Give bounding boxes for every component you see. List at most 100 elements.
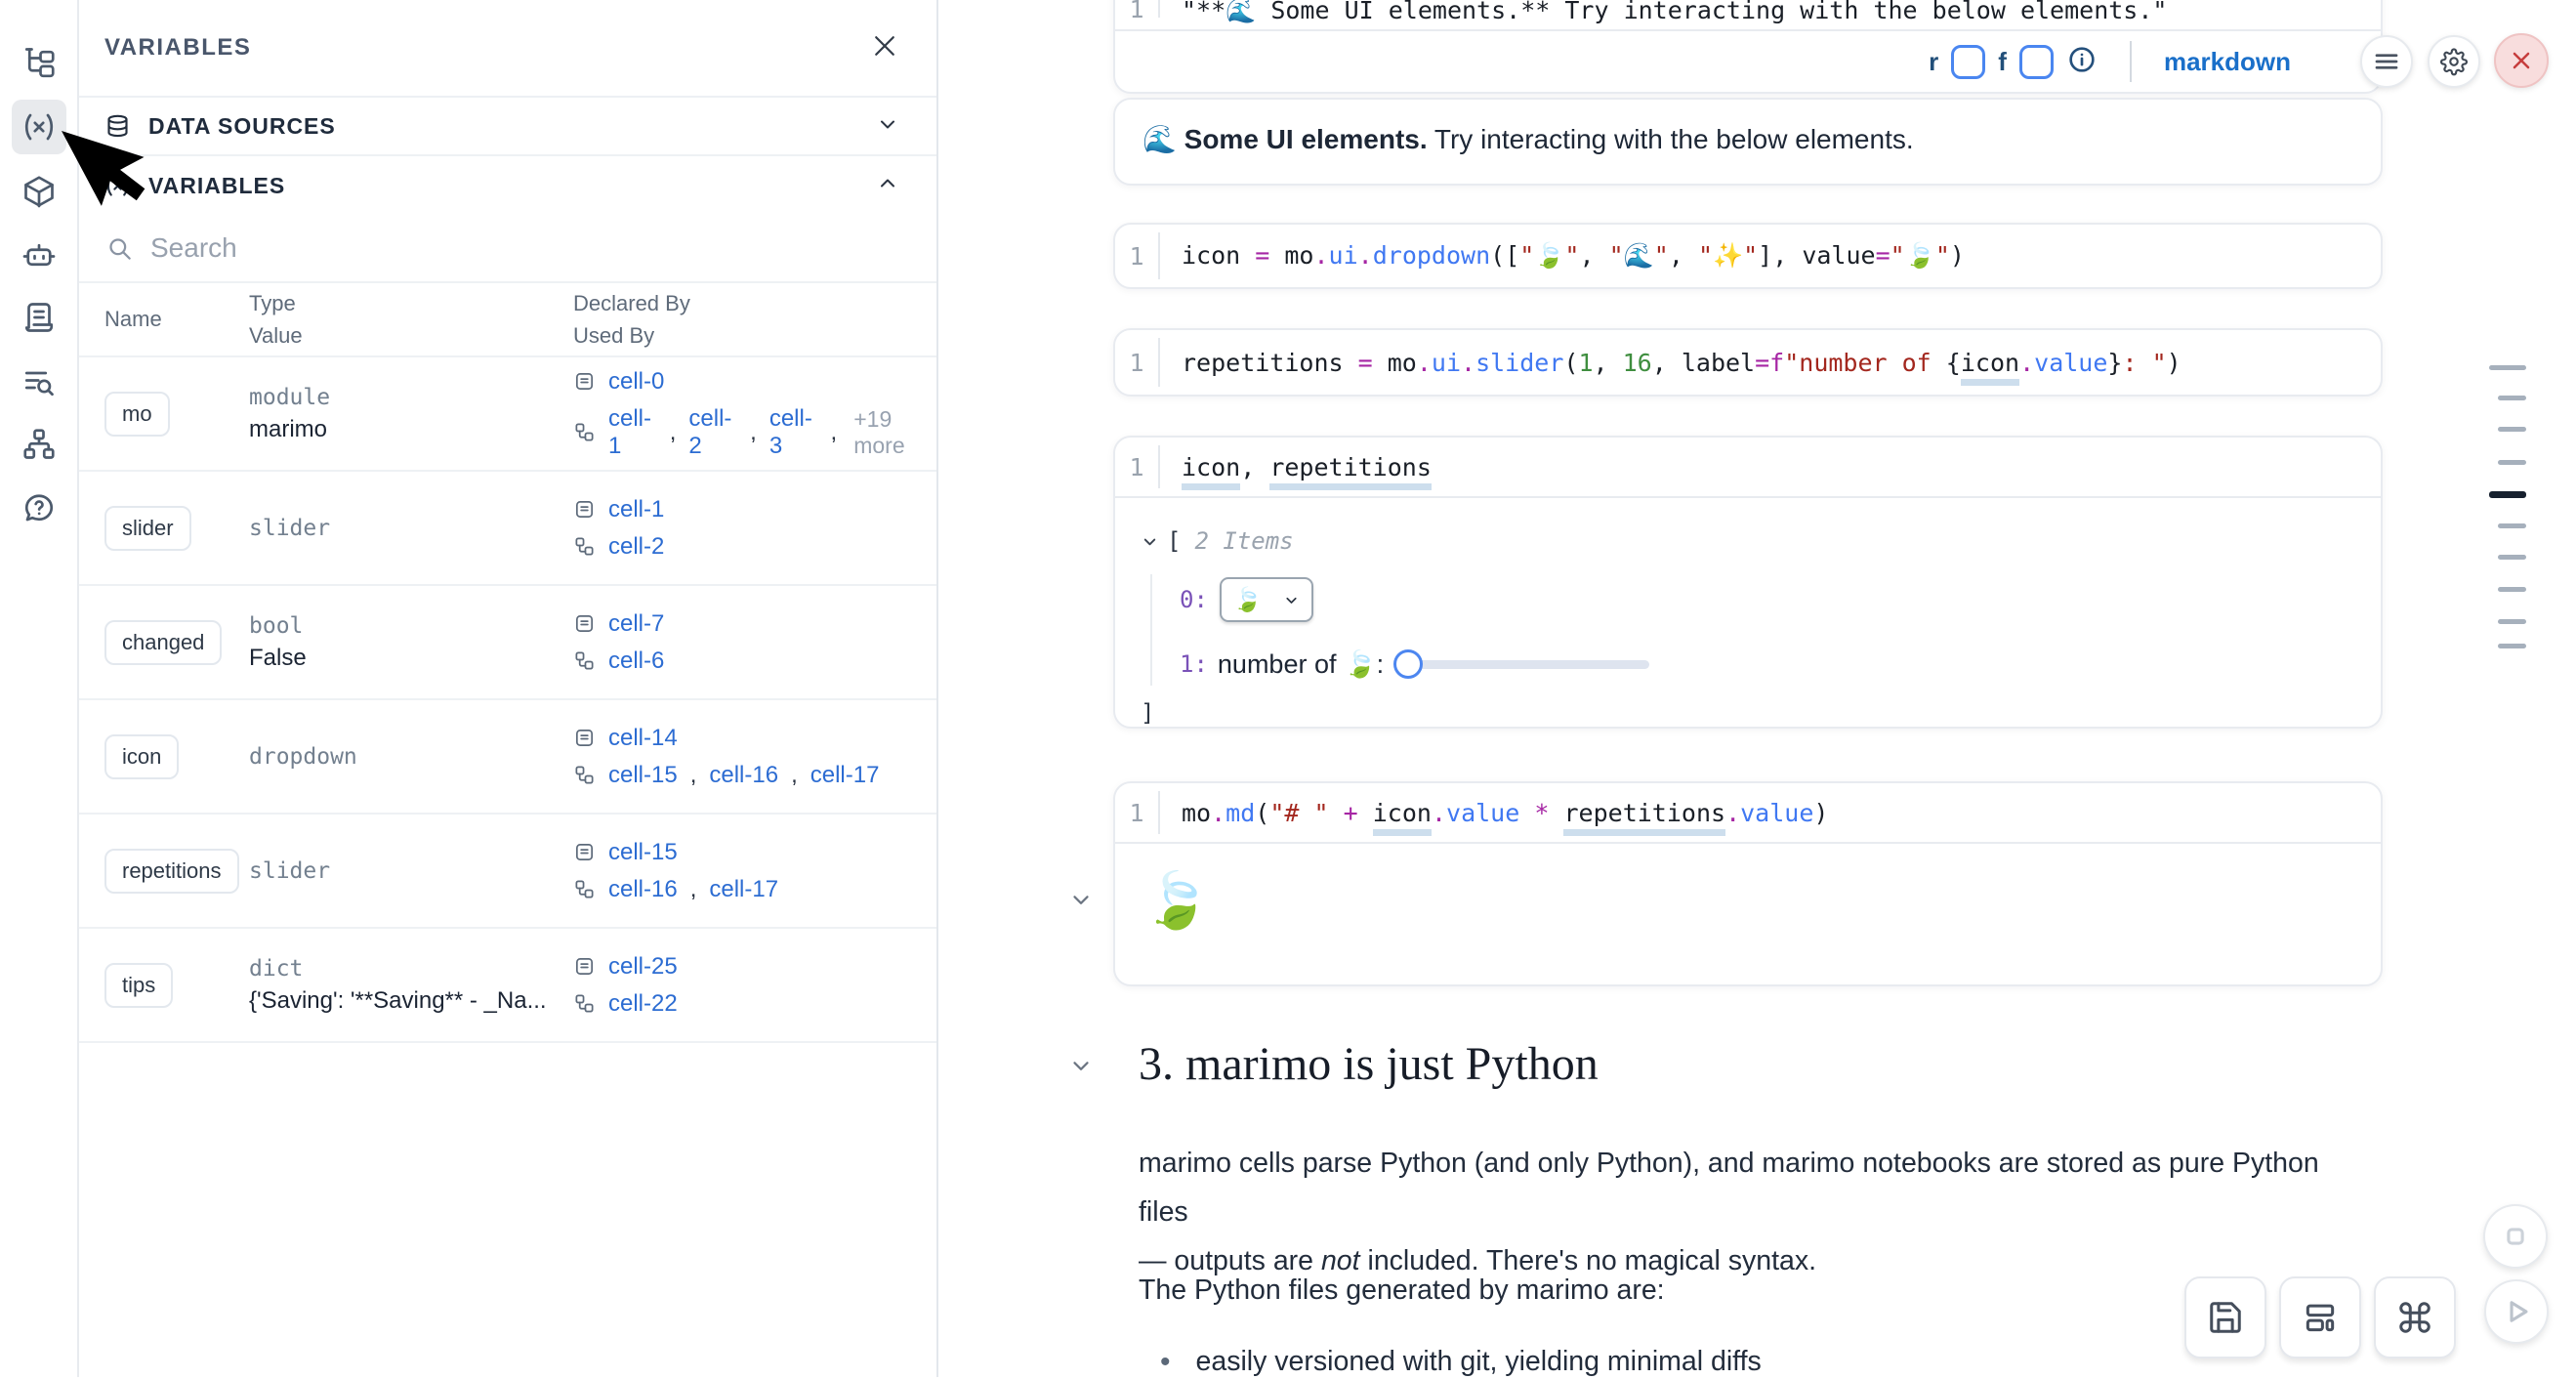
cell-link[interactable]: cell-2: [608, 532, 665, 560]
minimap-cell-marker[interactable]: [2498, 395, 2526, 400]
cell-link[interactable]: cell-0: [608, 367, 665, 395]
notebook-menu-button[interactable]: [2360, 35, 2413, 88]
cell-collapse-chevron[interactable]: [1068, 887, 1094, 917]
cell-link[interactable]: cell-2: [688, 404, 732, 459]
slider-track[interactable]: [1397, 660, 1650, 669]
collapse-chevron-icon[interactable]: [1141, 532, 1159, 551]
slider-knob[interactable]: [1393, 649, 1424, 679]
save-button[interactable]: [2184, 1276, 2266, 1358]
code-token: "🌊": [1608, 241, 1669, 270]
code-token: md: [1226, 798, 1256, 827]
code-token: 1: [1578, 348, 1594, 377]
cell-code-dropdown[interactable]: 1 icon = mo.ui.dropdown(["🍃", "🌊", "✨"],…: [1113, 223, 2383, 289]
variables-search-input[interactable]: Search: [79, 215, 936, 283]
format-toggle[interactable]: [2018, 44, 2054, 79]
minimap-cell-marker[interactable]: [2498, 426, 2526, 432]
rail-item-file-tree[interactable]: [12, 35, 66, 90]
variable-name-badge[interactable]: slider: [104, 505, 191, 551]
variable-name-badge[interactable]: tips: [104, 962, 174, 1008]
rail-item-package[interactable]: [12, 164, 66, 219]
line-number: 1: [1129, 798, 1144, 827]
settings-button[interactable]: [2428, 35, 2480, 88]
frame-mode-button[interactable]: [2483, 1204, 2548, 1269]
cell-link[interactable]: cell-3: [769, 404, 812, 459]
layout-button[interactable]: [2279, 1276, 2361, 1358]
variable-name-badge[interactable]: repetitions: [104, 848, 239, 894]
md-leaf-output: 🍃: [1143, 869, 1211, 931]
dropdown-value: 🍃: [1232, 586, 1263, 613]
minimap-cell-marker[interactable]: [2498, 643, 2526, 648]
cell-link[interactable]: cell-25: [608, 952, 678, 980]
variable-name-badge[interactable]: changed: [104, 619, 223, 665]
run-all-button[interactable]: [2484, 1279, 2549, 1344]
minimap-cell-marker[interactable]: [2498, 522, 2526, 528]
cell-link[interactable]: cell-7: [608, 609, 665, 637]
cell-link[interactable]: cell-16: [709, 761, 779, 788]
cell-link[interactable]: cell-6: [608, 647, 665, 674]
markdown-output-cell[interactable]: 🌊 Some UI elements. Try interacting with…: [1113, 98, 2383, 186]
variable-name-badge[interactable]: icon: [104, 733, 180, 779]
cell-link[interactable]: cell-17: [709, 875, 779, 902]
code-token: repetitions: [1269, 452, 1432, 490]
code-line[interactable]: icon, repetitions: [1160, 452, 1432, 490]
usage-icon: [575, 766, 594, 784]
cell-link[interactable]: cell-1: [608, 404, 652, 459]
code-token: }: [2107, 348, 2123, 377]
code-line[interactable]: icon = mo.ui.dropdown(["🍃", "🌊", "✨"], v…: [1160, 241, 1965, 271]
cell-code-slider[interactable]: 1 repetitions = mo.ui.slider(1, 16, labe…: [1113, 328, 2383, 397]
code-line[interactable]: "**🌊 Some UI elements.** Try interacting…: [1160, 0, 2167, 25]
more-usages[interactable]: +19 more: [853, 405, 905, 458]
cell-link[interactable]: cell-17: [810, 761, 880, 788]
command-palette-button[interactable]: [2374, 1276, 2456, 1358]
minimap-cell-marker[interactable]: [2498, 586, 2526, 592]
cell-code-md[interactable]: 1 mo.md("# " + icon.value * repetitions.…: [1113, 781, 2383, 986]
separator: ,: [791, 761, 798, 788]
rail-item-help[interactable]: [12, 480, 66, 534]
rail-item-logs[interactable]: [12, 290, 66, 345]
declared-by: cell-7: [573, 610, 936, 638]
line-number: 1: [1129, 241, 1144, 271]
cell-markdown-partial[interactable]: 1 "**🌊 Some UI elements.** Try interacti…: [1113, 0, 2383, 94]
repetitions-slider[interactable]: [1393, 648, 1650, 680]
minimap-cell-marker[interactable]: [2498, 554, 2526, 560]
cell-link[interactable]: cell-15: [608, 838, 678, 865]
icon-dropdown-select[interactable]: 🍃: [1219, 577, 1313, 622]
section-collapse-chevron[interactable]: [1068, 1053, 1094, 1083]
search-placeholder: Search: [150, 232, 237, 263]
code-line[interactable]: repetitions = mo.ui.slider(1, 16, label=…: [1160, 348, 2181, 386]
cell-link[interactable]: cell-15: [608, 761, 678, 788]
cell-link[interactable]: cell-1: [608, 495, 665, 522]
code-token: .: [1725, 798, 1741, 827]
variable-name-badge[interactable]: mo: [104, 391, 170, 437]
code-token: (: [1255, 798, 1270, 827]
cell-link[interactable]: cell-16: [608, 875, 678, 902]
minimap-cell-marker[interactable]: [2498, 459, 2526, 465]
package-icon: [23, 176, 54, 208]
data-sources-section-toggle[interactable]: DATA SOURCES: [79, 98, 936, 156]
rail-item-variables[interactable]: [11, 100, 66, 154]
run-toggle[interactable]: [1951, 44, 1986, 79]
minimap-cell-marker[interactable]: [2489, 490, 2526, 498]
separator: ,: [830, 418, 838, 445]
code-token: {: [1945, 348, 1961, 377]
cell-icon: [575, 500, 594, 519]
cell-language-badge[interactable]: markdown: [2163, 46, 2291, 76]
cell-link[interactable]: cell-14: [608, 724, 678, 751]
code-line[interactable]: mo.md("# " + icon.value * repetitions.va…: [1160, 798, 1828, 836]
rail-item-outline-search[interactable]: [12, 355, 66, 409]
cell-code-combo[interactable]: 1 icon, repetitions [ 2 Items 0: 🍃 1: [1113, 436, 2383, 729]
minimap-cell-marker[interactable]: [2489, 364, 2526, 370]
info-icon[interactable]: [2066, 44, 2098, 80]
variables-icon: [24, 113, 53, 141]
close-panel-button[interactable]: [870, 31, 899, 65]
minimap-cell-marker[interactable]: [2498, 618, 2526, 624]
shutdown-button[interactable]: [2494, 33, 2549, 88]
variable-value: False: [249, 644, 307, 671]
code-token: ], value: [1758, 241, 1876, 270]
rail-item-ai-assistant[interactable]: [12, 228, 66, 282]
rail-item-dependency-graph[interactable]: [12, 417, 66, 472]
variables-section-toggle[interactable]: VARIABLES: [79, 156, 936, 215]
cell-link[interactable]: cell-22: [608, 989, 678, 1017]
